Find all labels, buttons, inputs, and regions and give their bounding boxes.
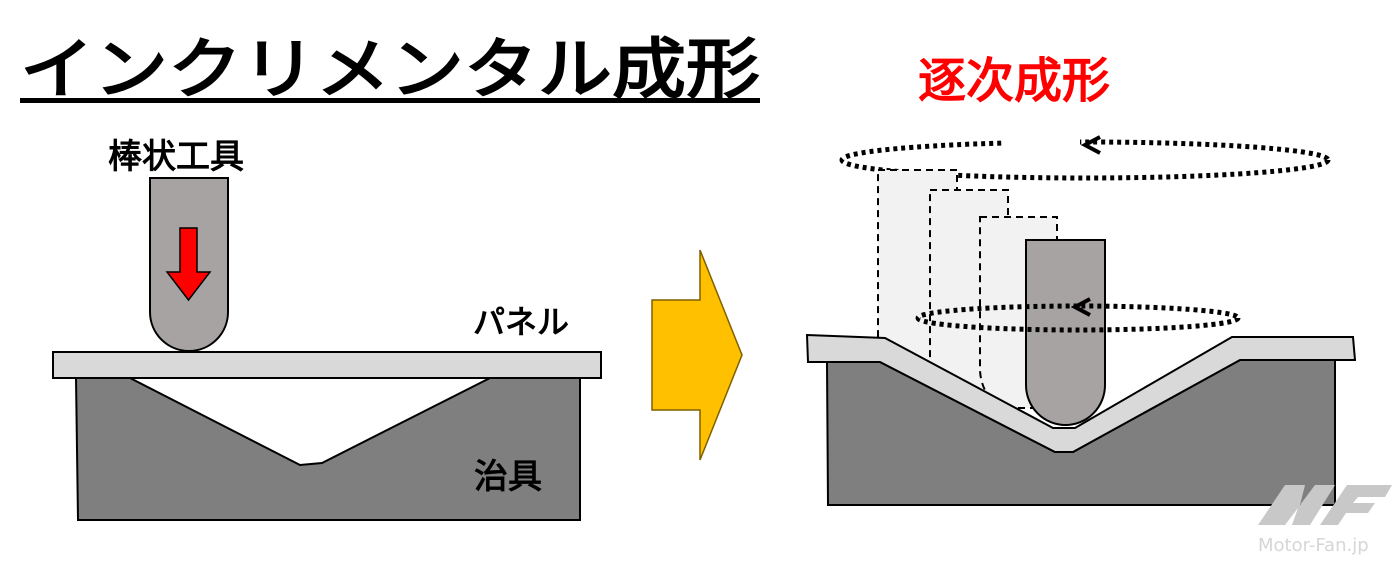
jig-label: 治具 <box>474 457 542 497</box>
panel-right <box>805 333 1357 453</box>
tool-label: 棒状工具 <box>108 137 244 177</box>
watermark-logo <box>1258 485 1392 525</box>
orbit-top <box>839 139 1331 181</box>
orbit-lower <box>915 303 1241 333</box>
watermark-text: Motor-Fan.jp <box>1258 535 1369 556</box>
orbit-arrow-icon <box>1080 135 1101 155</box>
jig-left <box>74 377 581 521</box>
subtitle: 逐次成形 <box>918 53 1110 109</box>
panel-label: パネル <box>473 303 569 341</box>
right-arrow-icon <box>651 249 743 461</box>
orbit-arrow-lower-icon <box>1070 297 1091 317</box>
panel-left <box>52 351 602 379</box>
title: インクリメンタル成形 <box>20 31 760 108</box>
title-underline <box>20 98 760 103</box>
rod-tool-right <box>1025 239 1106 426</box>
down-arrow-icon <box>165 227 212 302</box>
